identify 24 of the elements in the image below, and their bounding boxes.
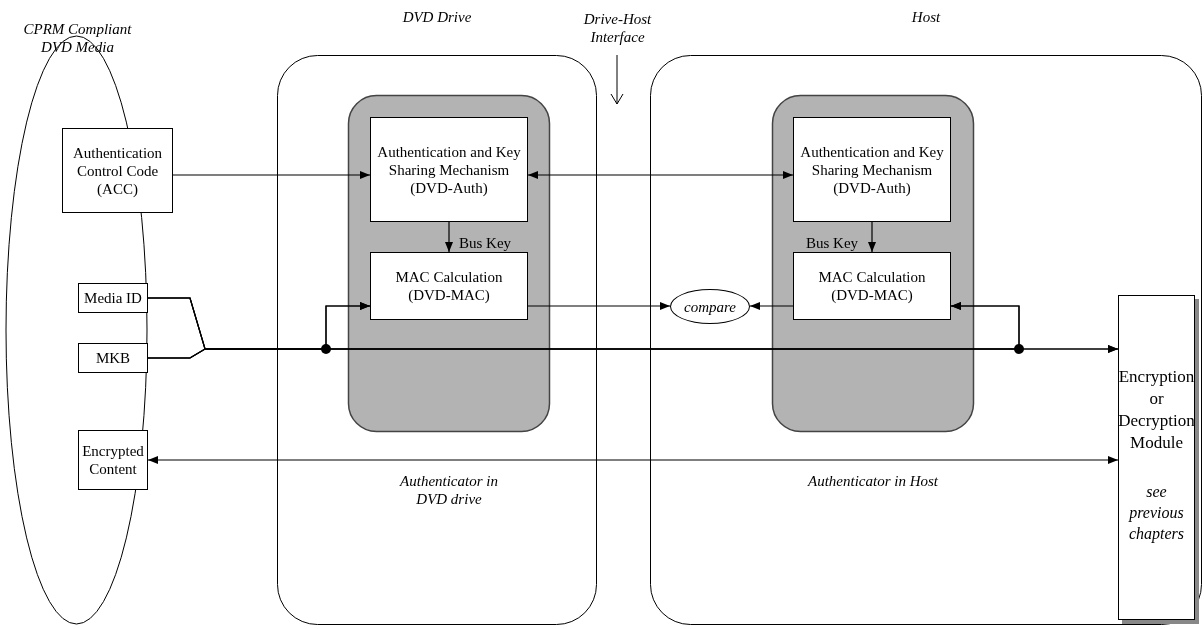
data-box: MKB [78, 343, 148, 373]
connector-arrow [445, 221, 453, 253]
compare-oval: compare [670, 289, 750, 324]
connector-arrow [147, 456, 1119, 464]
interface-label: Drive-Host Interface [582, 10, 653, 46]
process-box: MAC Calculation (DVD-MAC) [793, 252, 951, 320]
data-box: Encrypted Content [78, 430, 148, 490]
note-text: see previous chapters [1127, 482, 1186, 545]
connector-arrow [147, 345, 1119, 359]
connector-arrow [868, 221, 876, 253]
process-box: Authentication and Key Sharing Mechanism (DVD-Auth) [793, 117, 951, 222]
connector-arrow [527, 302, 671, 310]
process-box: Authentication Control Code (ACC) [62, 128, 173, 213]
connector-arrow [527, 171, 794, 179]
group-heading: CPRM Compliant DVD Media [22, 20, 133, 56]
group-heading: Authenticator in Host [808, 472, 938, 490]
module-title: Encryption or Decryption Module [1118, 366, 1195, 455]
group-heading: Host [910, 8, 942, 26]
process-box: Authentication and Key Sharing Mechanism (DVD-Auth) [370, 117, 528, 222]
connector-arrow [749, 302, 794, 310]
process-box: MAC Calculation (DVD-MAC) [370, 252, 528, 320]
connector-arrow [172, 171, 371, 179]
group-heading: Authenticator in DVD drive [398, 472, 499, 508]
data-box: Media ID [78, 283, 148, 313]
